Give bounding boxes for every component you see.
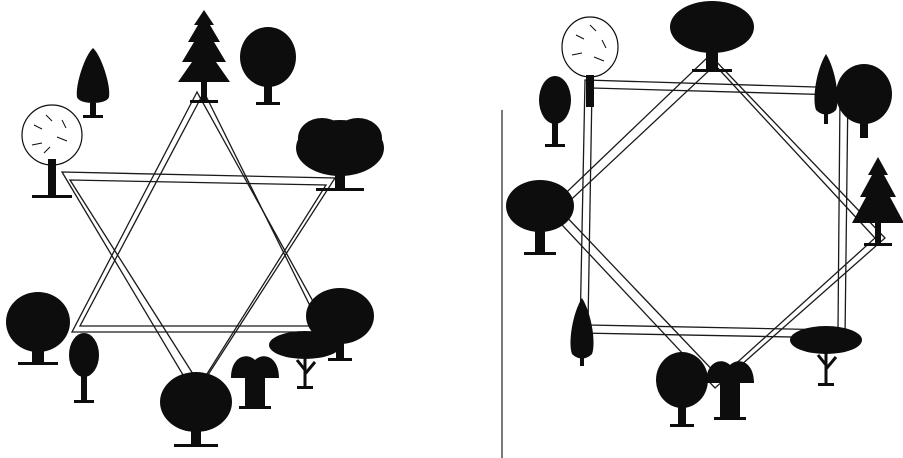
poplar-icon — [539, 76, 571, 147]
tree-icon — [240, 27, 296, 105]
conifer-icon — [852, 157, 903, 246]
tree-icon — [160, 372, 232, 447]
left-upward-triangle — [72, 92, 330, 332]
tree-icon — [6, 292, 70, 365]
mushroom-tree-icon — [231, 356, 279, 409]
poplar-icon — [570, 298, 593, 366]
poplar-icon — [814, 54, 837, 124]
right-panel — [506, 1, 903, 427]
tree-icon — [670, 1, 754, 72]
poplar-icon — [77, 48, 110, 118]
poplar-icon — [69, 333, 99, 403]
conifer-icon — [178, 10, 230, 103]
tree-icon — [656, 352, 708, 427]
tree-icon — [836, 64, 892, 138]
tree-icon — [506, 180, 574, 255]
mushroom-tree-icon — [706, 361, 754, 420]
umbrella-tree-icon — [790, 326, 862, 386]
left-panel — [6, 10, 384, 447]
tree-icon — [296, 118, 384, 191]
